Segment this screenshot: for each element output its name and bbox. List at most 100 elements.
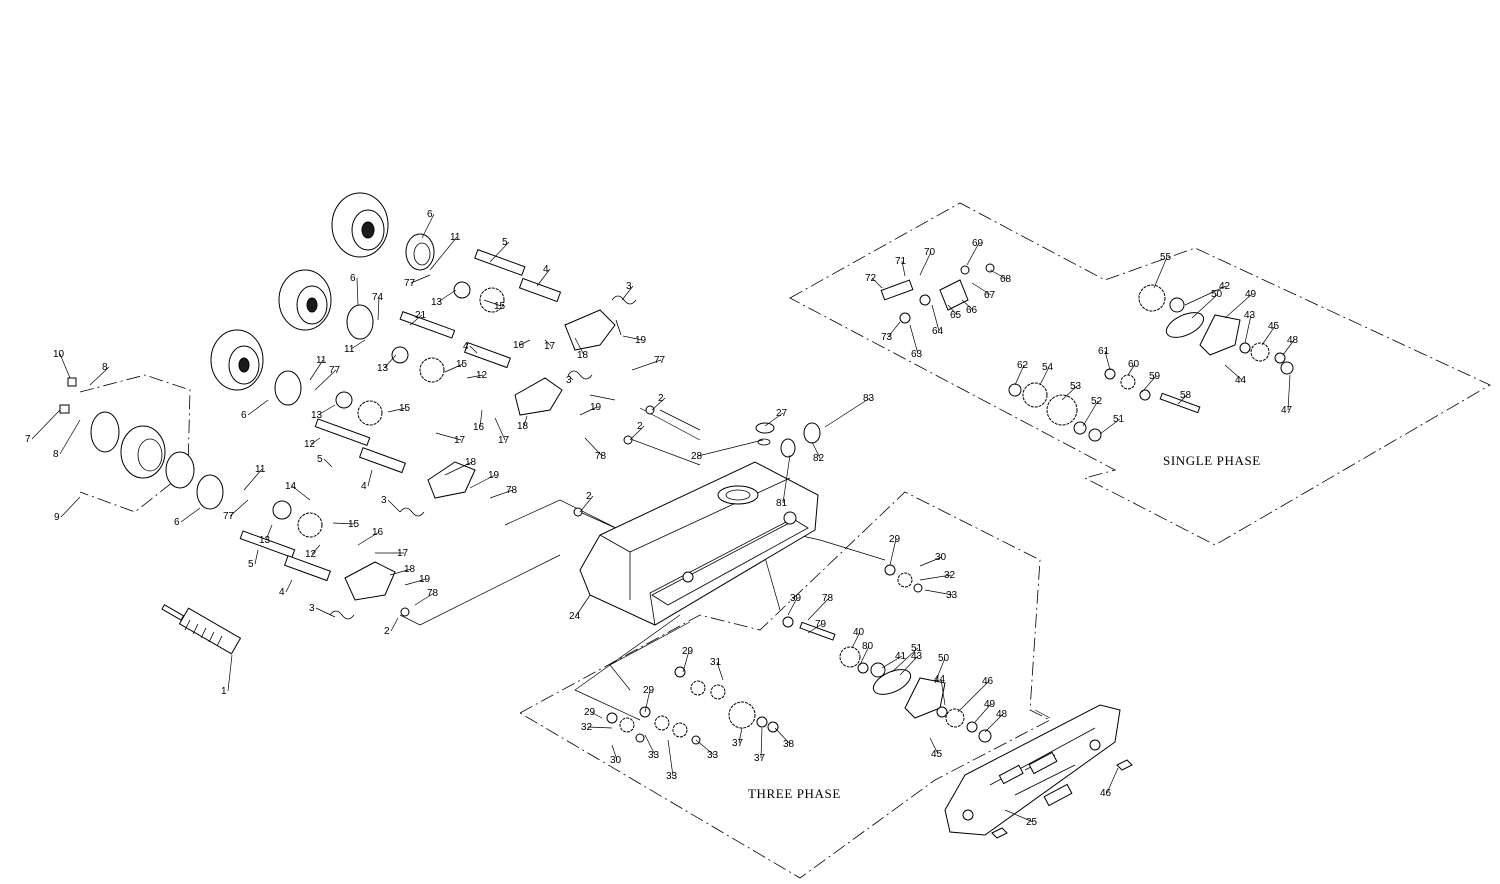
part-callout-29: 29 [889, 534, 901, 545]
part-callout-15: 15 [494, 301, 506, 312]
leader-line [1153, 256, 1168, 289]
leader-line [389, 568, 412, 576]
part-callout-41: 41 [895, 651, 907, 662]
part-callout-81: 81 [776, 498, 788, 509]
part-callout-12: 12 [304, 439, 316, 450]
single-phase-parts [880, 263, 1294, 442]
leader-line [774, 727, 791, 745]
part-callout-37: 37 [754, 753, 766, 764]
part-callout-52: 52 [1091, 396, 1103, 407]
leader-line [1224, 293, 1253, 319]
part-callout-15: 15 [348, 519, 360, 530]
part-callout-78: 78 [427, 588, 439, 599]
leader-line [1282, 339, 1295, 356]
part-callout-19: 19 [590, 402, 602, 413]
part-callout-2: 2 [586, 491, 592, 502]
gear-58 [1138, 284, 1166, 312]
leader-line [1177, 394, 1188, 405]
spindle-assembly-mid [210, 269, 593, 517]
part-callout-4: 4 [463, 341, 469, 352]
leader-line [901, 260, 906, 277]
guard-ring-top [405, 233, 435, 271]
gear-54 [1046, 394, 1078, 426]
part-callout-15: 15 [399, 403, 411, 414]
spindle-assembly-top [331, 192, 637, 351]
part-callout-6: 6 [427, 209, 433, 220]
leader-line [584, 437, 603, 457]
leader-line [697, 439, 764, 457]
part-callout-66: 66 [966, 305, 978, 316]
part-callout-2: 2 [637, 421, 643, 432]
leader-line [881, 655, 903, 669]
leader-line [947, 304, 958, 316]
leader-line [590, 711, 603, 719]
sprocket-bottom [297, 512, 323, 538]
part-callout-2: 2 [658, 393, 664, 404]
leader-line [309, 359, 324, 381]
leader-line [957, 680, 990, 713]
part-callout-18: 18 [465, 457, 477, 468]
leader-line [469, 345, 478, 354]
part-callout-7: 7 [25, 434, 31, 445]
leader-line [254, 549, 259, 565]
leader-line [315, 607, 336, 618]
leader-line [356, 277, 359, 306]
leader-line [332, 522, 356, 525]
part-callout-67: 67 [984, 290, 996, 301]
guard-ring-mid [346, 304, 374, 340]
part-callout-48: 48 [1287, 335, 1299, 346]
leader-line [1104, 350, 1111, 371]
bracket-bottom [344, 561, 396, 601]
leader-line [1004, 809, 1034, 823]
part-callout-16: 16 [513, 340, 525, 351]
part-callout-49: 49 [1245, 289, 1257, 300]
cover-plate [944, 704, 1133, 839]
leader-line [421, 213, 435, 239]
single-phase-boundary [789, 202, 1491, 546]
leader-line [1099, 418, 1121, 435]
leader-line [966, 242, 980, 266]
part-callout-11: 11 [316, 355, 327, 366]
part-callout-27: 27 [776, 408, 788, 419]
leader-line [469, 474, 496, 489]
part-callout-38: 38 [783, 739, 795, 750]
part-callout-50: 50 [1211, 289, 1223, 300]
leader-line [984, 713, 1004, 733]
part-callout-13: 13 [311, 410, 323, 421]
part-callout-64: 64 [932, 326, 944, 337]
leader-line [367, 469, 373, 487]
leader-line [622, 335, 643, 341]
leader-line [1261, 325, 1276, 346]
leader-line [574, 337, 585, 356]
leader-line [1287, 374, 1291, 411]
sprocket-mid [419, 357, 445, 383]
part-callout-9: 9 [54, 512, 60, 523]
leader-line [682, 650, 690, 673]
part-callout-49: 49 [984, 699, 996, 710]
part-callout-48: 48 [996, 709, 1008, 720]
leader-line [961, 299, 974, 311]
part-callout-39: 39 [790, 593, 802, 604]
housing-body [579, 461, 819, 626]
leader-line [971, 282, 992, 296]
leader-line [871, 277, 883, 289]
leader-line [567, 374, 574, 381]
part-callout-18: 18 [577, 350, 589, 361]
leader-line [387, 407, 407, 413]
leader-line [1141, 375, 1157, 393]
part-callout-73: 73 [881, 332, 893, 343]
leader-line [429, 236, 458, 271]
part-callout-15: 15 [456, 359, 468, 370]
leader-line [435, 432, 462, 441]
leader-line [1127, 363, 1136, 376]
leader-line [285, 579, 293, 593]
housing-small-parts [400, 405, 821, 617]
part-callout-45: 45 [1268, 321, 1280, 332]
screw-25 [991, 827, 1008, 839]
part-callout-44: 44 [1235, 375, 1247, 386]
gear-55 [1022, 382, 1048, 408]
leader-line [1106, 767, 1119, 794]
leader-line [544, 339, 552, 347]
part-callout-53: 53 [1070, 381, 1082, 392]
leader-line [716, 661, 724, 681]
